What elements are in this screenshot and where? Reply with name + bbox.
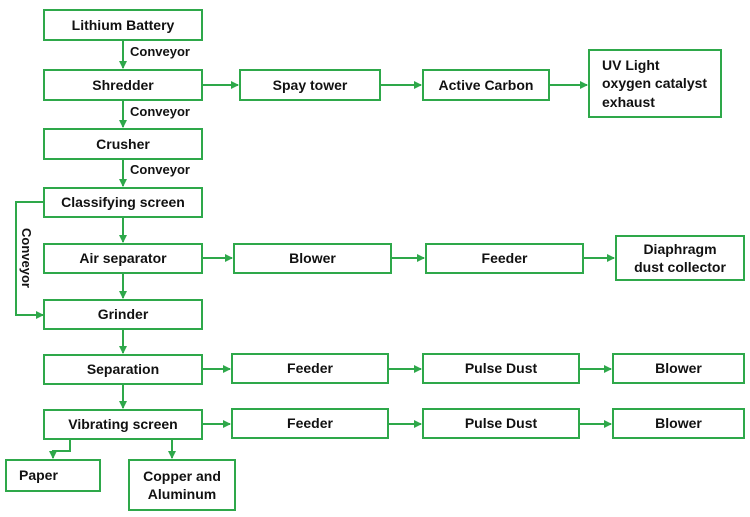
node-copper-aluminum-line-2: Aluminum	[147, 486, 217, 502]
node-paper-label: Paper	[19, 467, 58, 484]
node-feeder-3-label: Feeder	[287, 415, 333, 432]
node-diaphragm-line-2: dust collector	[634, 259, 726, 275]
node-pulse-dust-2: Pulse Dust	[422, 408, 580, 439]
node-spray-tower-label: Spay tower	[272, 76, 348, 93]
node-blower-3-label: Blower	[655, 415, 702, 432]
node-lithium-battery-label: Lithium Battery	[71, 16, 175, 33]
node-copper-aluminum-line-1: Copper and	[143, 467, 221, 484]
node-vibrating-screen: Vibrating screen	[43, 409, 203, 440]
node-crusher-label: Crusher	[96, 135, 150, 152]
node-vibrating-screen-label: Vibrating screen	[68, 416, 178, 433]
node-diaphragm: Diaphragm dust collector	[615, 235, 745, 281]
node-feeder-3: Feeder	[231, 408, 389, 439]
node-uv-light-line-2: oxygen catalyst	[602, 75, 708, 92]
node-blower-3: Blower	[612, 408, 745, 439]
node-air-separator-label: Air separator	[79, 250, 167, 267]
label-conveyor-3: Conveyor	[130, 162, 190, 177]
node-feeder-1-label: Feeder	[481, 250, 528, 267]
node-paper: Paper	[5, 459, 101, 492]
node-grinder: Grinder	[43, 299, 203, 330]
node-pulse-dust-2-label: Pulse Dust	[464, 415, 538, 432]
node-blower-2: Blower	[612, 353, 745, 384]
node-uv-light: UV Light oxygen catalyst exhaust	[588, 49, 722, 118]
label-conveyor-side: Conveyor	[19, 228, 34, 288]
node-uv-light-line-1: UV Light	[602, 57, 660, 74]
node-separation-label: Separation	[86, 361, 160, 378]
node-pulse-dust-1-label: Pulse Dust	[464, 360, 538, 377]
node-blower-2-label: Blower	[655, 360, 702, 377]
node-feeder-2-label: Feeder	[287, 360, 333, 377]
label-conveyor-2: Conveyor	[130, 104, 190, 119]
node-active-carbon-label: Active Carbon	[438, 76, 534, 93]
label-conveyor-1: Conveyor	[130, 44, 190, 59]
node-pulse-dust-1: Pulse Dust	[422, 353, 580, 384]
node-diaphragm-line-1: Diaphragm	[643, 240, 717, 257]
node-crusher: Crusher	[43, 128, 203, 160]
node-air-separator: Air separator	[43, 243, 203, 274]
node-spray-tower: Spay tower	[239, 69, 381, 101]
node-copper-aluminum: Copper and Aluminum	[128, 459, 236, 511]
node-grinder-label: Grinder	[97, 306, 149, 323]
node-active-carbon: Active Carbon	[422, 69, 550, 101]
node-uv-light-line-3: exhaust	[602, 93, 655, 110]
node-lithium-battery: Lithium Battery	[43, 9, 203, 41]
node-classifying-screen: Classifying screen	[43, 187, 203, 218]
node-feeder-1: Feeder	[425, 243, 584, 274]
node-blower-1-label: Blower	[289, 250, 336, 267]
node-shredder: Shredder	[43, 69, 203, 101]
node-separation: Separation	[43, 354, 203, 385]
node-feeder-2: Feeder	[231, 353, 389, 384]
arrow-to-paper	[49, 440, 71, 459]
node-classifying-screen-label: Classifying screen	[61, 194, 185, 211]
arrow-conveyor-loop	[15, 201, 44, 319]
node-shredder-label: Shredder	[92, 76, 154, 93]
node-blower-1: Blower	[233, 243, 392, 274]
